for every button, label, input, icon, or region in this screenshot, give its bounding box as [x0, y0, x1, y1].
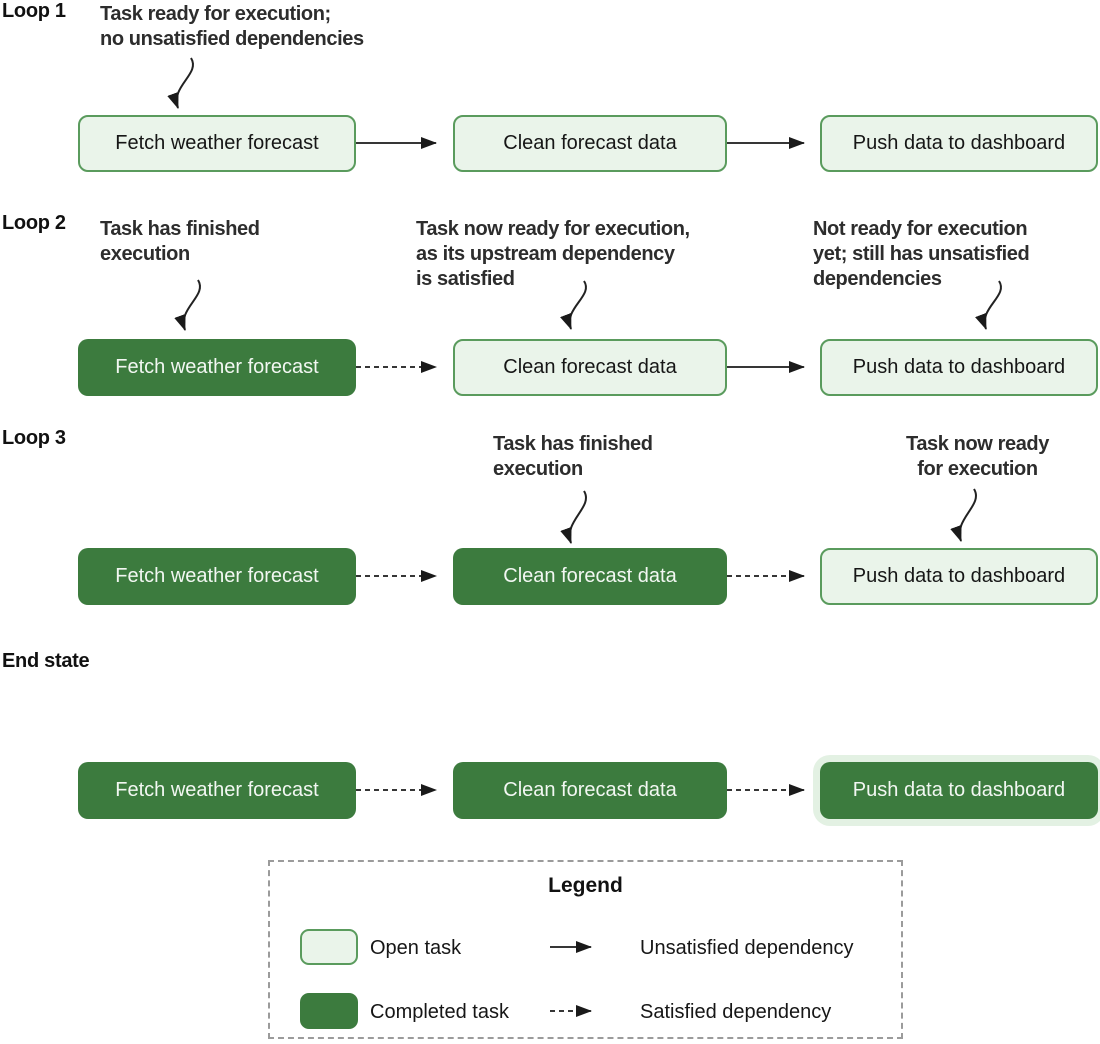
- satisfied-dependency-arrow: [727, 784, 805, 796]
- annotation-arrow-icon: [560, 280, 587, 330]
- satisfied-dependency-arrow: [356, 361, 437, 373]
- task-box-clean-forecast-data: Clean forecast data: [453, 548, 727, 605]
- annotation-arrow-icon: [560, 490, 587, 544]
- unsatisfied-dependency-arrow: [727, 137, 805, 149]
- legend-swatch-completed-task: [300, 993, 358, 1029]
- annotation-task-now-ready: Task now ready for execution: [906, 433, 1049, 480]
- legend-label-unsatisfied-dependency: Unsatisfied dependency: [640, 937, 854, 959]
- task-box-push-data-to-dashboard: Push data to dashboard: [820, 115, 1098, 172]
- legend-satisfied-arrow-icon: [550, 1005, 592, 1017]
- annotation-arrow-icon: [975, 280, 1002, 330]
- legend-label-completed-task: Completed task: [370, 1001, 509, 1023]
- loop-2-label: Loop 2: [2, 212, 66, 234]
- legend-title: Legend: [548, 874, 623, 897]
- task-box-clean-forecast-data: Clean forecast data: [453, 762, 727, 819]
- legend-unsatisfied-arrow-icon: [550, 941, 592, 953]
- task-box-push-data-to-dashboard: Push data to dashboard: [820, 762, 1098, 819]
- annotation-task-ready: Task ready for execution; no unsatisfied…: [100, 3, 364, 50]
- task-box-push-data-to-dashboard: Push data to dashboard: [820, 339, 1098, 396]
- legend-box: Legend Open task Unsatisfied dependency …: [268, 860, 903, 1039]
- legend-swatch-open-task: [300, 929, 358, 965]
- unsatisfied-dependency-arrow: [356, 137, 437, 149]
- task-box-fetch-weather-forecast: Fetch weather forecast: [78, 115, 356, 172]
- task-box-clean-forecast-data: Clean forecast data: [453, 115, 727, 172]
- annotation-arrow-icon: [174, 279, 201, 331]
- task-box-push-data-to-dashboard: Push data to dashboard: [820, 548, 1098, 605]
- end-state-label: End state: [2, 650, 90, 672]
- task-box-clean-forecast-data: Clean forecast data: [453, 339, 727, 396]
- annotation-task-now-ready: Task now ready for execution, as its ups…: [416, 218, 690, 290]
- annotation-task-finished: Task has finished execution: [493, 433, 653, 480]
- annotation-task-finished: Task has finished execution: [100, 218, 260, 265]
- task-box-fetch-weather-forecast: Fetch weather forecast: [78, 548, 356, 605]
- satisfied-dependency-arrow: [356, 570, 437, 582]
- annotation-arrow-icon: [167, 57, 194, 109]
- task-box-fetch-weather-forecast: Fetch weather forecast: [78, 339, 356, 396]
- annotation-not-ready: Not ready for execution yet; still has u…: [813, 218, 1030, 290]
- unsatisfied-dependency-arrow: [727, 361, 805, 373]
- satisfied-dependency-arrow: [727, 570, 805, 582]
- task-box-fetch-weather-forecast: Fetch weather forecast: [78, 762, 356, 819]
- legend-label-open-task: Open task: [370, 937, 462, 959]
- annotation-arrow-icon: [950, 488, 977, 542]
- loop-3-label: Loop 3: [2, 427, 66, 449]
- loop-1-label: Loop 1: [2, 0, 66, 22]
- satisfied-dependency-arrow: [356, 784, 437, 796]
- legend-label-satisfied-dependency: Satisfied dependency: [640, 1001, 832, 1023]
